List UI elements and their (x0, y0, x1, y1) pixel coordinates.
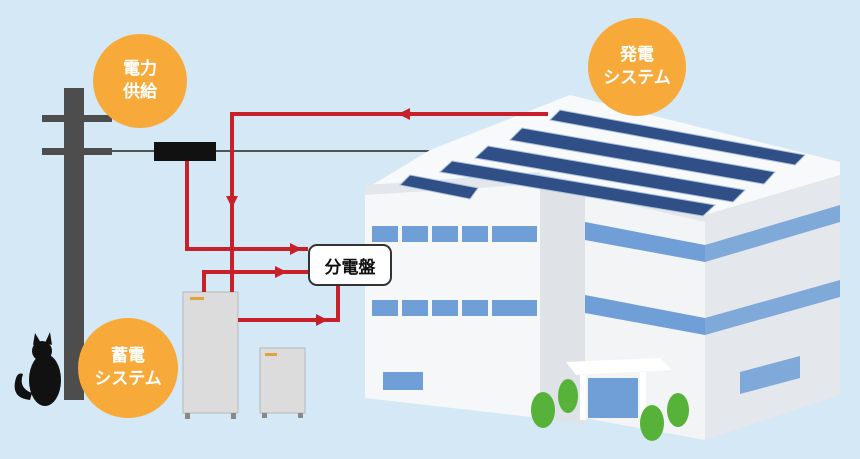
generation-system-bubble: 発電 システム (588, 18, 686, 116)
storage-line1: 蓄電 (111, 346, 145, 367)
utility-pole (42, 88, 112, 400)
solar-panel-array (398, 109, 807, 217)
storage-line2: システム (94, 369, 162, 389)
storage-system-bubble: 蓄電 システム (78, 318, 178, 418)
storage-unit-large (182, 291, 239, 419)
cat-silhouette (14, 332, 61, 406)
storage-unit-small (259, 347, 306, 418)
power-supply-bubble: 電力 供給 (93, 34, 187, 128)
tree-cluster (531, 379, 689, 441)
distribution-panel-label: 分電盤 (308, 244, 392, 286)
power-supply-line1: 電力 (123, 59, 157, 80)
power-meter-box (154, 142, 216, 161)
power-flow-lines (185, 112, 548, 322)
generation-line1: 発電 (620, 45, 654, 66)
flow-arrowheads (226, 108, 410, 326)
generation-line2: システム (603, 68, 671, 88)
power-supply-line2: 供給 (123, 82, 157, 102)
